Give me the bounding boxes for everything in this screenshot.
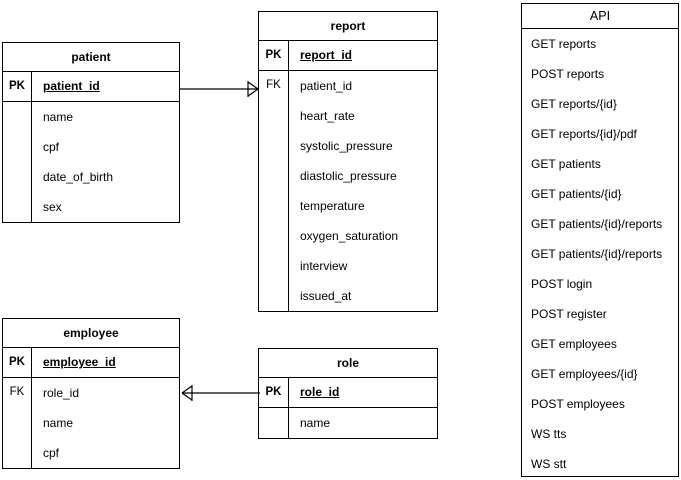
api-panel-title: API [522,4,678,29]
attribute-name: name [43,110,74,124]
attribute-name: systolic_pressure [300,139,393,153]
attribute-name: heart_rate [300,109,355,123]
attribute-row-diastolic-pressure[interactable]: diastolic_pressure [259,161,437,191]
attribute-name: patient_id [43,79,100,93]
api-endpoint-item[interactable]: GET employees/{id} [531,367,638,381]
key-badge [3,408,32,438]
entity-patient[interactable]: patient PK patient_id name cpf date_of_b… [2,42,180,223]
attribute-name: cpf [43,140,60,154]
key-badge [259,131,289,161]
api-endpoint-item[interactable]: WS stt [531,457,567,471]
key-badge-pk: PK [259,41,289,70]
key-badge [259,408,289,438]
api-endpoint-item[interactable]: WS tts [531,427,567,441]
attribute-name: oxygen_saturation [300,229,399,243]
attribute-row-name[interactable]: name [259,408,437,438]
attribute-row-employee-id[interactable]: PK employee_id [3,348,179,378]
key-badge [259,161,289,191]
attribute-row-cpf[interactable]: cpf [3,132,179,162]
attribute-name: diastolic_pressure [300,169,397,183]
key-badge [3,438,32,468]
attribute-row-patient-id[interactable]: PK patient_id [3,72,179,102]
api-endpoint-item[interactable]: GET patients/{id} [531,187,622,201]
attribute-row-name[interactable]: name [3,102,179,132]
attribute-name: employee_id [43,355,116,369]
key-badge-pk: PK [3,348,32,377]
api-endpoint-item[interactable]: GET reports/{id} [531,97,617,111]
attribute-row-date-of-birth[interactable]: date_of_birth [3,162,179,192]
entity-role[interactable]: role PK role_id name [258,348,438,439]
api-endpoint-item[interactable]: POST reports [531,67,605,81]
api-endpoint-item[interactable]: GET patients/{id}/reports [531,247,663,261]
entity-patient-title: patient [3,43,179,72]
entity-report[interactable]: report PK report_id FK patient_id heart_… [258,11,438,312]
key-badge [259,221,289,251]
attribute-row-patient-id[interactable]: FK patient_id [259,71,437,101]
attribute-row-report-id[interactable]: PK report_id [259,41,437,71]
api-endpoint-item[interactable]: POST login [531,277,593,291]
entity-employee-title: employee [3,319,179,348]
attribute-row-sex[interactable]: sex [3,192,179,222]
attribute-name: issued_at [300,289,352,303]
key-badge [3,102,32,132]
attribute-name: interview [300,259,348,273]
api-endpoint-item[interactable]: GET patients/{id}/reports [531,217,663,231]
relationship-employee-role[interactable] [180,382,260,404]
attribute-row-oxygen-saturation[interactable]: oxygen_saturation [259,221,437,251]
attribute-row-temperature[interactable]: temperature [259,191,437,221]
api-endpoint-item[interactable]: GET patients [531,157,601,171]
attribute-name: patient_id [300,79,353,93]
relationship-patient-report[interactable] [180,78,260,100]
attribute-row-systolic-pressure[interactable]: systolic_pressure [259,131,437,161]
attribute-name: cpf [43,446,60,460]
attribute-name: sex [43,200,62,214]
attribute-row-role-id[interactable]: FK role_id [3,378,179,408]
attribute-row-role-id[interactable]: PK role_id [259,378,437,408]
api-endpoint-list: GET reports POST reports GET reports/{id… [522,29,678,479]
key-badge [259,101,289,131]
attribute-name: name [300,416,331,430]
key-badge [259,281,289,311]
attribute-row-heart-rate[interactable]: heart_rate [259,101,437,131]
api-endpoint-item[interactable]: POST register [531,307,607,321]
api-panel: API GET reports POST reports GET reports… [521,3,679,477]
attribute-name: role_id [300,385,340,399]
key-badge [3,192,32,222]
key-badge-fk: FK [3,378,32,408]
entity-employee[interactable]: employee PK employee_id FK role_id name … [2,318,180,469]
attribute-name: name [43,416,74,430]
key-badge [259,191,289,221]
api-endpoint-item[interactable]: GET reports/{id}/pdf [531,127,637,141]
key-badge-fk: FK [259,71,289,101]
api-endpoint-item[interactable]: POST employees [531,397,625,411]
entity-report-title: report [259,12,437,41]
key-badge [3,162,32,192]
api-endpoint-item[interactable]: GET reports [531,37,597,51]
key-badge-pk: PK [259,378,289,407]
attribute-row-name[interactable]: name [3,408,179,438]
attribute-name: temperature [300,199,365,213]
key-badge [3,132,32,162]
key-badge [259,251,289,281]
attribute-row-cpf[interactable]: cpf [3,438,179,468]
attribute-name: report_id [300,48,353,62]
attribute-row-issued-at[interactable]: issued_at [259,281,437,311]
entity-role-title: role [259,349,437,378]
attribute-row-interview[interactable]: interview [259,251,437,281]
key-badge-pk: PK [3,72,32,101]
api-endpoint-item[interactable]: GET employees [531,337,617,351]
attribute-name: role_id [43,386,80,400]
attribute-name: date_of_birth [43,170,114,184]
